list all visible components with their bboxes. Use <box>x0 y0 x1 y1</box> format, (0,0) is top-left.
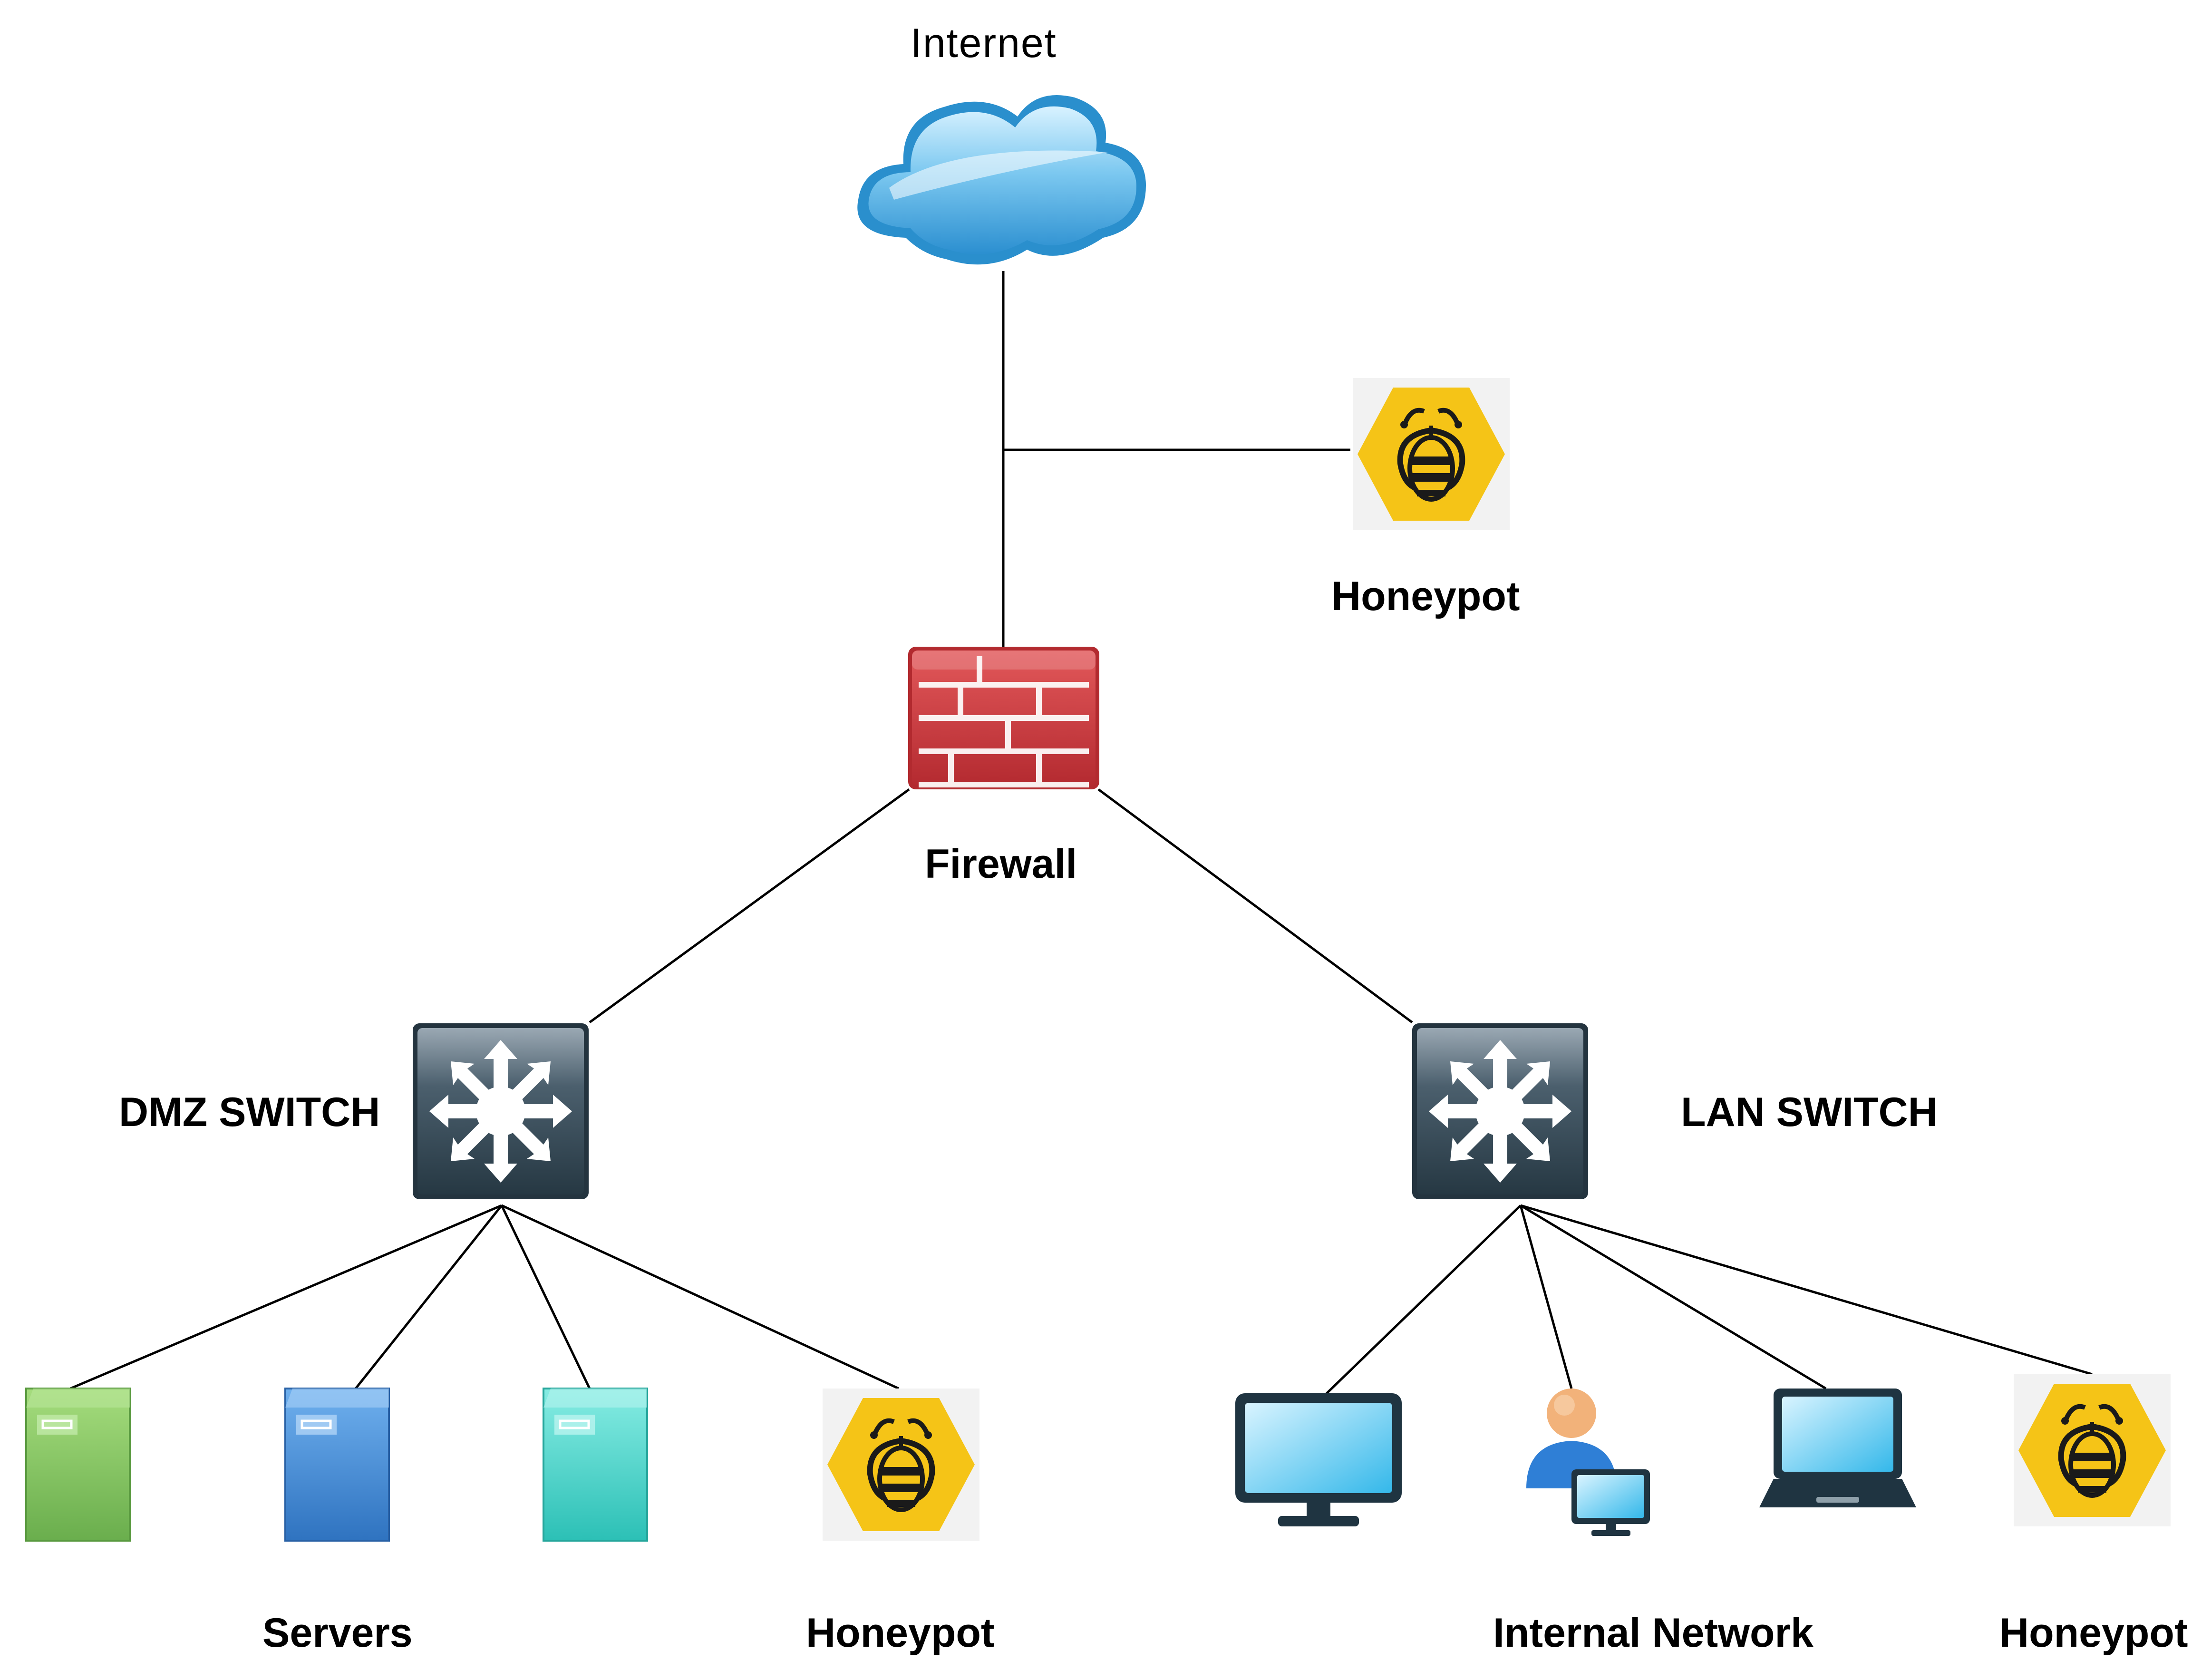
link-dmz-honeypot <box>501 1204 900 1390</box>
label-honeypot-dmz: Honeypot <box>806 1610 995 1656</box>
firewall-icon <box>908 647 1099 789</box>
user-workstation-icon <box>1526 1389 1650 1536</box>
link-dmz-server2 <box>355 1204 503 1389</box>
honeypot-bee-icon <box>1353 378 1510 530</box>
link-firewall-lan <box>1097 788 1413 1024</box>
laptop-icon <box>1759 1389 1916 1507</box>
cloud-icon <box>857 95 1146 265</box>
label-lan-switch: LAN SWITCH <box>1681 1089 1938 1135</box>
link-firewall-dmz <box>589 788 910 1024</box>
connections <box>70 271 2093 1399</box>
link-lan-laptop <box>1520 1204 1827 1390</box>
honeypot-bee-icon <box>823 1389 979 1541</box>
server-icon <box>284 1388 390 1542</box>
label-dmz-switch: DMZ SWITCH <box>119 1089 380 1135</box>
label-servers: Servers <box>262 1610 413 1656</box>
label-honeypot-top: Honeypot <box>1331 573 1520 619</box>
switch-icon <box>413 1023 589 1199</box>
link-dmz-server3 <box>500 1204 591 1389</box>
server-icon <box>543 1388 648 1542</box>
link-dmz-server1 <box>70 1204 502 1390</box>
switch-icon <box>1412 1023 1588 1199</box>
label-internal-network: Internal Network <box>1493 1610 1813 1656</box>
honeypot-bee-icon <box>2014 1374 2171 1526</box>
link-lan-user <box>1519 1205 1573 1389</box>
desktop-monitor-icon <box>1235 1393 1402 1526</box>
label-firewall: Firewall <box>925 841 1077 887</box>
server-icon <box>25 1388 131 1542</box>
link-lan-desktop <box>1321 1204 1522 1399</box>
label-internet: Internet <box>911 20 1057 66</box>
link-lan-honeypot <box>1520 1204 2093 1376</box>
label-honeypot-lan: Honeypot <box>1999 1610 2188 1656</box>
